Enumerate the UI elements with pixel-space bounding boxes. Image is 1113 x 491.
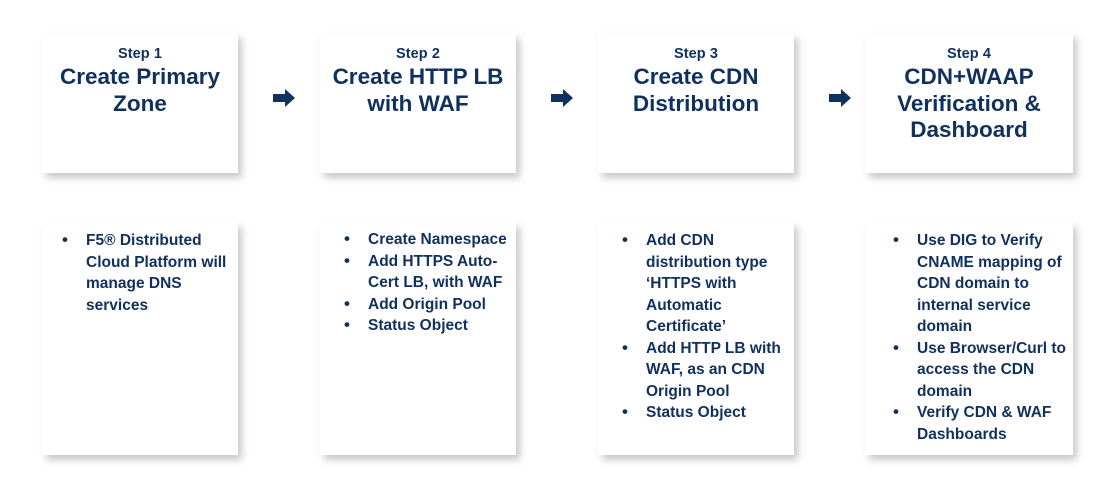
step-title-3: Create CDN Distribution bbox=[632, 64, 760, 116]
step-body-card-4: Use DIG to Verify CNAME mapping of CDN d… bbox=[865, 222, 1073, 455]
step-bullet-list-2: Create Namespace Add HTTPS Auto-Cert LB,… bbox=[326, 228, 510, 337]
flow-step-column-4: Step 4 CDN+WAAP Verification & Dashboard… bbox=[835, 0, 1113, 491]
arrow-right-icon-1 bbox=[272, 86, 296, 110]
list-item: Verify CDN & WAF Dashboards bbox=[871, 401, 1067, 445]
step-body-card-1: F5® Distributed Cloud Platform will mana… bbox=[42, 222, 238, 455]
step-label-3: Step 3 bbox=[673, 46, 719, 62]
step-header-card-1: Step 1 Create Primary Zone bbox=[42, 33, 238, 173]
list-item: Add HTTPS Auto-Cert LB, with WAF bbox=[326, 250, 510, 294]
step-bullet-list-1: F5® Distributed Cloud Platform will mana… bbox=[48, 229, 232, 316]
arrow-right-icon-3 bbox=[828, 86, 852, 110]
step-body-card-3: Add CDN distribution type ‘HTTPS with Au… bbox=[598, 222, 794, 455]
step-header-card-2: Step 2 Create HTTP LB with WAF bbox=[320, 33, 516, 173]
list-item: F5® Distributed Cloud Platform will mana… bbox=[48, 229, 232, 316]
list-item: Use DIG to Verify CNAME mapping of CDN d… bbox=[871, 229, 1067, 338]
step-title-4: CDN+WAAP Verification & Dashboard bbox=[897, 64, 1041, 142]
flow-step-column-1: Step 1 Create Primary Zone F5® Distribut… bbox=[0, 0, 295, 491]
flow-step-column-2: Step 2 Create HTTP LB with WAF Create Na… bbox=[278, 0, 573, 491]
list-item: Create Namespace bbox=[326, 228, 510, 251]
step-title-1: Create Primary Zone bbox=[59, 64, 221, 116]
step-header-card-4: Step 4 CDN+WAAP Verification & Dashboard bbox=[865, 33, 1073, 173]
step-label-2: Step 2 bbox=[395, 46, 441, 62]
step-header-card-3: Step 3 Create CDN Distribution bbox=[598, 33, 794, 173]
flow-step-column-3: Step 3 Create CDN Distribution Add CDN d… bbox=[556, 0, 851, 491]
step-body-card-2: Create Namespace Add HTTPS Auto-Cert LB,… bbox=[320, 222, 516, 455]
step-label-1: Step 1 bbox=[117, 46, 163, 62]
step-bullet-list-3: Add CDN distribution type ‘HTTPS with Au… bbox=[604, 229, 788, 424]
list-item: Status Object bbox=[604, 401, 788, 424]
list-item: Add HTTP LB with WAF, as an CDN Origin P… bbox=[604, 337, 788, 403]
list-item: Add Origin Pool bbox=[326, 293, 510, 316]
step-title-2: Create HTTP LB with WAF bbox=[332, 64, 504, 116]
arrow-right-icon-2 bbox=[550, 86, 574, 110]
step-label-4: Step 4 bbox=[946, 46, 992, 62]
step-bullet-list-4: Use DIG to Verify CNAME mapping of CDN d… bbox=[871, 229, 1067, 445]
list-item: Status Object bbox=[326, 314, 510, 337]
list-item: Use Browser/Curl to access the CDN domai… bbox=[871, 337, 1067, 403]
list-item: Add CDN distribution type ‘HTTPS with Au… bbox=[604, 229, 788, 338]
